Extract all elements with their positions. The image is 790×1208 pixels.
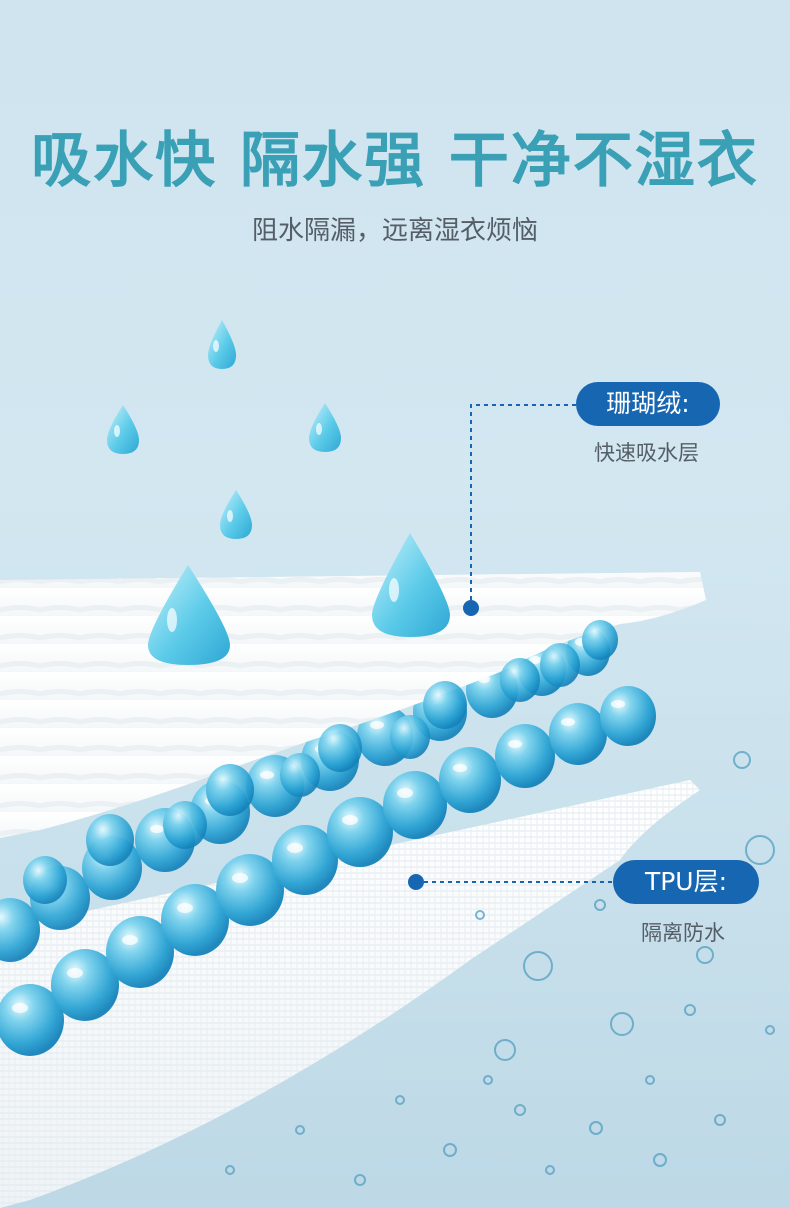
callout-label-tpu: TPU层: [613, 860, 759, 904]
callout-desc-tpu: 隔离防水 [641, 921, 725, 945]
headline: 吸水快 隔水强 干净不湿衣 [31, 126, 759, 196]
subheadline: 阻水隔漏，远离湿衣烦恼 [251, 216, 538, 246]
water-drops [107, 320, 450, 665]
bubbles [225, 751, 775, 1186]
callout-label-coral-fleece: 珊瑚绒: [576, 382, 720, 426]
callout-desc-coral-fleece: 快速吸水层 [594, 441, 699, 465]
callout-connectors [408, 404, 615, 890]
